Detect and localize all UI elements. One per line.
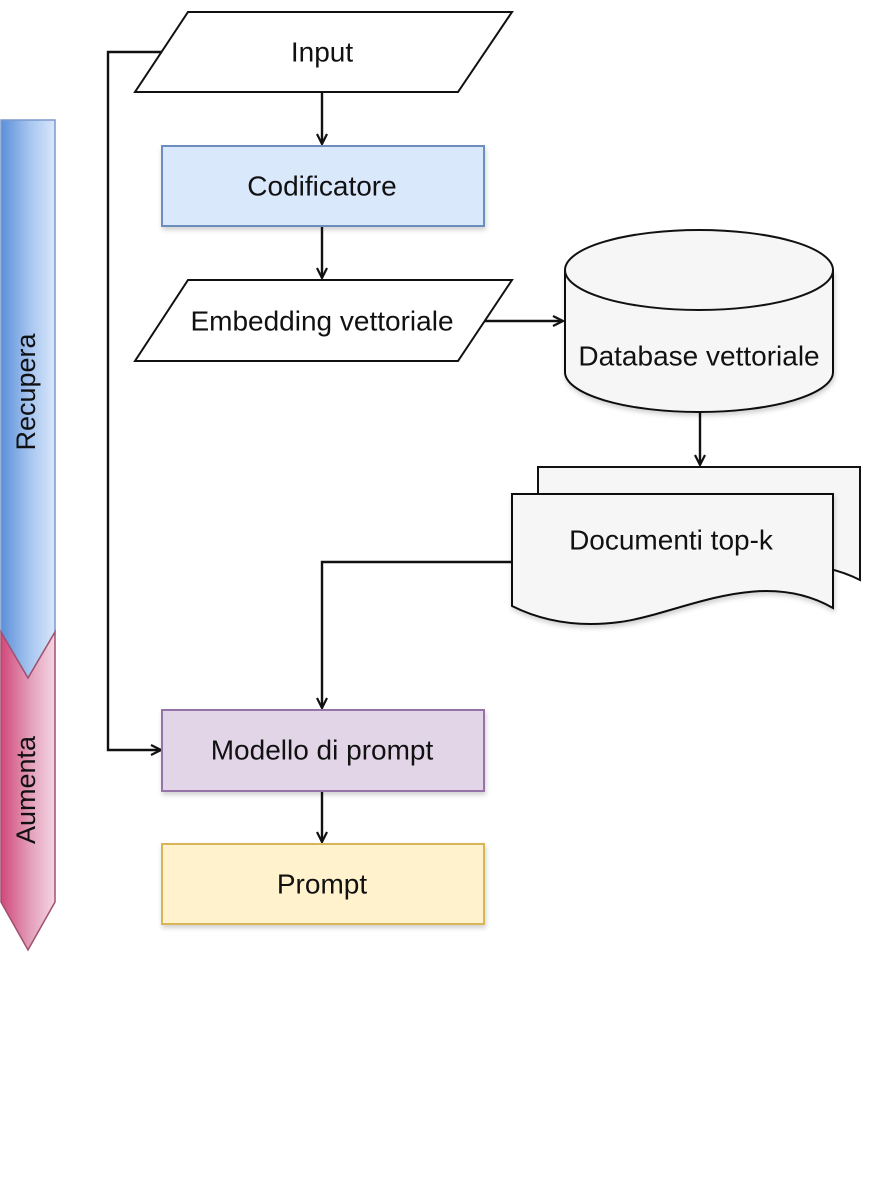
documents-label: Documenti top-k <box>569 525 774 556</box>
edges <box>106 50 700 842</box>
input-label: Input <box>291 37 353 68</box>
phase-retrieve: Recupera <box>0 119 56 680</box>
node-prompt-template: Modello di prompt <box>161 709 485 792</box>
database-label: Database vettoriale <box>578 341 819 372</box>
document-front-sheet <box>511 493 834 625</box>
prompt-box <box>161 843 485 925</box>
node-vector-database: Database vettoriale <box>564 229 834 413</box>
prompt-template-box <box>161 709 485 792</box>
prompt-label: Prompt <box>277 869 367 900</box>
input-shape <box>133 11 514 93</box>
edge-input-to-prompt-template <box>106 50 162 750</box>
prompt-template-label: Modello di prompt <box>211 735 434 766</box>
embedding-shape <box>133 279 514 362</box>
node-input: Input <box>133 11 514 93</box>
phase-augment-arrow <box>0 629 56 952</box>
node-encoder: Codificatore <box>161 145 485 227</box>
database-top <box>564 229 834 311</box>
embedding-label: Embedding vettoriale <box>190 306 453 337</box>
phase-retrieve-label: Recupera <box>11 332 41 450</box>
node-top-k-documents: Documenti top-k <box>511 466 861 625</box>
edge-documents-to-prompt-template <box>322 560 512 708</box>
node-embedding: Embedding vettoriale <box>133 279 514 362</box>
encoder-label: Codificatore <box>247 171 396 202</box>
phase-augment: Aumenta <box>0 629 56 952</box>
phase-augment-label: Aumenta <box>11 735 41 844</box>
encoder-box <box>161 145 485 227</box>
node-prompt: Prompt <box>161 843 485 925</box>
